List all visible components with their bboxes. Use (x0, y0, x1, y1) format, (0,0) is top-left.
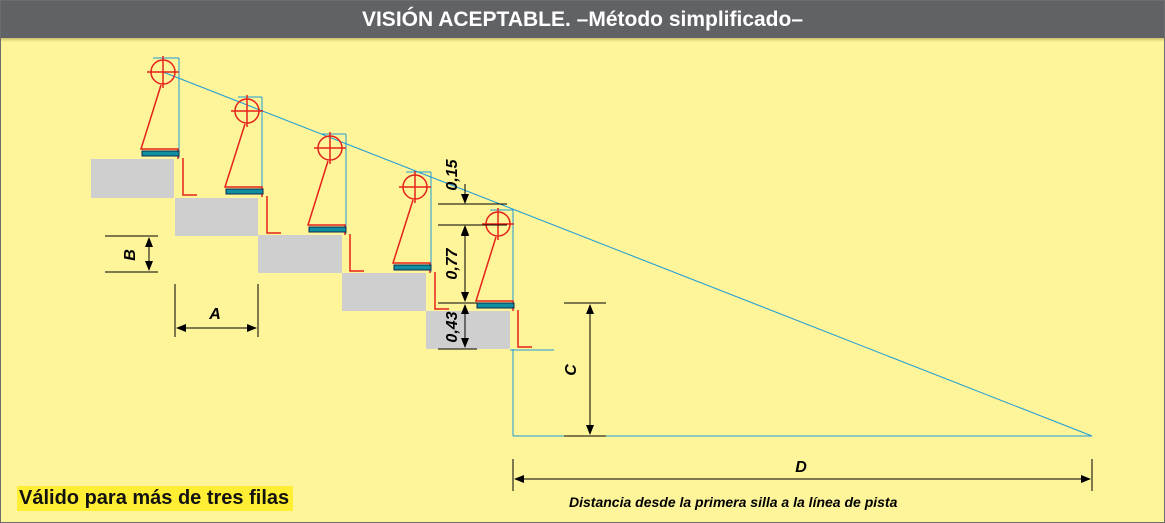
validity-note: Válido para más de tres filas (17, 486, 294, 511)
label-d: D (795, 459, 807, 476)
tier-3 (258, 235, 342, 273)
label-b: B (122, 249, 139, 261)
sight-line (162, 71, 1093, 437)
spectator-2 (223, 95, 281, 234)
tiers (91, 159, 510, 349)
spectator-1 (139, 56, 197, 196)
spectator-figures (139, 56, 532, 348)
label-a: A (208, 306, 221, 323)
title-bar: VISIÓN ACEPTABLE. –Método simplificado– (1, 1, 1164, 38)
title-shadow (1, 38, 1164, 42)
label-0-15: 0,15 (444, 158, 461, 190)
spectator-4 (391, 171, 449, 310)
dimension-d (512, 459, 1093, 491)
dimension-c (564, 302, 606, 437)
dimension-b (105, 235, 158, 273)
tier-2 (175, 198, 258, 236)
label-0-77: 0,77 (444, 247, 461, 279)
distance-caption: Distancia desde la primera silla a la lí… (569, 494, 898, 510)
tier-1 (91, 159, 174, 198)
spectator-3 (306, 132, 364, 272)
sight-lines (153, 57, 1093, 437)
tier-4 (342, 273, 426, 311)
diagram-title: VISIÓN ACEPTABLE. –Método simplificado– (361, 8, 804, 31)
label-c: C (563, 364, 580, 376)
spectator-5 (474, 208, 532, 348)
dimension-a (174, 284, 259, 337)
dimension-stack (438, 184, 507, 350)
tier-5 (426, 311, 510, 349)
label-0-43: 0,43 (444, 311, 461, 342)
